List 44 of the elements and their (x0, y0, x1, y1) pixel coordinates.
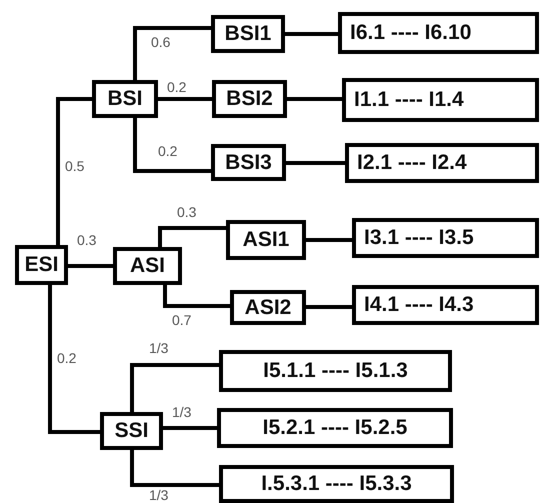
edge-label: 0.3 (76, 232, 98, 248)
node-box: I6.1 ---- I6.10 (338, 12, 539, 54)
edge-label: 0.6 (150, 34, 172, 50)
node-box: I.5.3.1 ---- I5.3.3 (219, 465, 454, 503)
edge-label: 0.7 (171, 312, 192, 328)
node-box: ASI (113, 247, 182, 285)
connector-line (158, 97, 212, 101)
connector-line (163, 285, 230, 308)
connector-line (133, 26, 211, 80)
node-box: I5.2.1 ---- I5.2.5 (217, 408, 453, 448)
node-box: ASI1 (226, 220, 306, 260)
connector-line (306, 238, 352, 242)
connector-line (285, 32, 338, 36)
node-box: I5.1.1 ---- I5.1.3 (219, 350, 452, 392)
connector-line (48, 285, 100, 434)
node-box: BSI1 (211, 15, 285, 53)
edge-label: 1/3 (148, 340, 170, 356)
connector-line (68, 264, 113, 268)
connector-line (130, 363, 219, 412)
connector-line (133, 118, 211, 173)
connector-line (286, 161, 345, 165)
node-box: I4.1 ---- I4.3 (352, 285, 539, 325)
node-box: ASI2 (230, 290, 306, 325)
connector-line (130, 450, 219, 487)
connector-line (163, 426, 217, 430)
node-box: SSI (100, 412, 163, 450)
edge-label: 1/3 (148, 487, 170, 503)
node-box: BSI (92, 80, 158, 118)
edge-label: 0.3 (176, 204, 198, 220)
node-box: BSI2 (212, 80, 287, 118)
connector-line (158, 226, 226, 247)
edge-label: 0.2 (157, 143, 178, 159)
node-box: I2.1 ---- I2.4 (345, 143, 539, 183)
edge-label: 0.2 (166, 79, 188, 95)
connector-line (56, 97, 92, 245)
edge-label: 1/3 (171, 404, 192, 420)
node-box: BSI3 (211, 144, 286, 181)
connector-line (306, 305, 352, 309)
node-box: ESI (15, 245, 68, 285)
node-box: I1.1 ---- I1.4 (342, 78, 539, 122)
connector-line (287, 97, 342, 101)
edge-label: 0.5 (64, 158, 86, 174)
edge-label: 0.2 (56, 350, 78, 366)
node-box: I3.1 ---- I3.5 (352, 218, 539, 258)
